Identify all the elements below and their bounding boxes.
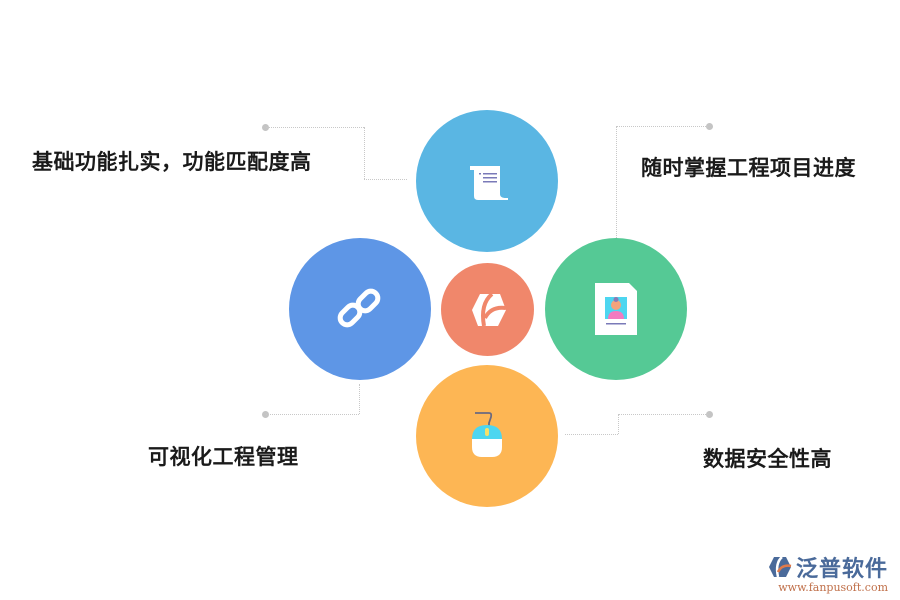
chain-link-icon [337,288,381,328]
label-top: 基础功能扎实，功能匹配度高 [32,150,312,174]
connector-line [618,414,708,415]
label-bottom: 数据安全性高 [703,447,832,471]
connector-line [616,126,617,238]
connector-dot-top [262,124,269,131]
connector-dot-right [706,123,713,130]
label-left: 可视化工程管理 [148,445,299,469]
watermark-url: www.fanpusoft.com [778,581,888,594]
connector-line [616,126,708,127]
fanpu-logo-icon [768,556,792,578]
connector-line [364,179,407,180]
watermark-logo: 泛普软件 www.fanpusoft.com [768,551,888,594]
node-right-circle [545,238,687,380]
connector-line [618,414,619,434]
node-left-circle [289,238,431,380]
profile-card-icon [595,283,637,335]
connector-line [266,127,364,128]
watermark-name: 泛普软件 [795,557,888,582]
connector-line [565,434,618,435]
connector-line [266,414,359,415]
label-right: 随时掌握工程项目进度 [641,156,856,180]
computer-mouse-icon [472,412,502,457]
node-top-circle [416,110,558,252]
connector-dot-bottom [706,411,713,418]
connector-dot-left [262,411,269,418]
connector-line [364,127,365,179]
scroll-document-icon [470,166,508,200]
center-circle [441,263,534,356]
node-bottom-circle [416,365,558,507]
connector-line [359,384,360,414]
hexagon-logo-icon [471,291,506,326]
